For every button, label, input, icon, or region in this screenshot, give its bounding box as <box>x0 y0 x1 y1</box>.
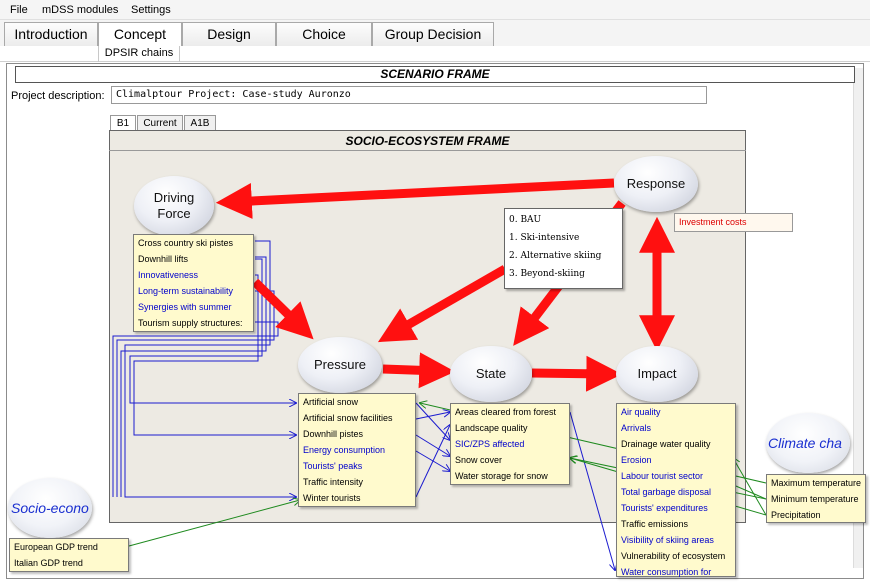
node-impact-label: Impact <box>637 366 677 381</box>
tab-scenario-b1[interactable]: B1 <box>110 115 136 132</box>
response-options-list: 0. BAU 1. Ski-intensive 2. Alternative s… <box>504 208 623 289</box>
list-item[interactable]: Long-term sustainability <box>138 286 234 296</box>
tab-concept[interactable]: Concept <box>98 22 182 47</box>
list-item[interactable]: Areas cleared from forest <box>455 407 557 417</box>
list-item[interactable]: Erosion <box>621 455 652 465</box>
socio-economic-driver-node[interactable]: Socio-econo <box>8 478 92 538</box>
list-item[interactable]: Italian GDP trend <box>14 558 83 568</box>
node-pressure[interactable]: Pressure <box>298 337 382 393</box>
list-item[interactable]: Arrivals <box>621 423 652 433</box>
tab-scenario-a1b[interactable]: A1B <box>184 115 216 132</box>
list-item[interactable]: Water storage for snow <box>455 471 548 481</box>
list-item[interactable]: Artificial snow <box>303 397 359 407</box>
socio-economic-title: Socio-econo <box>11 500 89 516</box>
socio-economic-indicator-list: European GDP trend Italian GDP trend <box>9 538 129 572</box>
frame-divider <box>109 150 746 151</box>
socio-ecosystem-frame-title: SOCIO-ECOSYSTEM FRAME <box>345 134 510 148</box>
list-item[interactable]: Snow cover <box>455 455 503 465</box>
response-option[interactable]: 2. Alternative skiing <box>509 251 602 261</box>
response-option[interactable]: 3. Beyond-skiing <box>509 269 585 279</box>
list-item[interactable]: SIC/ZPS affected <box>455 439 525 449</box>
list-item[interactable]: Tourism supply structures: <box>138 318 243 328</box>
list-item[interactable]: Tourists' expenditures <box>621 503 708 513</box>
project-description-label: Project description: <box>11 90 105 102</box>
tab-introduction[interactable]: Introduction <box>4 22 98 46</box>
list-item[interactable]: Total garbage disposal <box>621 487 712 497</box>
tab-scenario-current[interactable]: Current <box>137 115 183 132</box>
list-item[interactable]: Maximum temperature <box>771 478 862 488</box>
list-item[interactable]: Innovativeness <box>138 270 199 280</box>
list-item[interactable]: European GDP trend <box>14 542 98 552</box>
vertical-scrollbar[interactable] <box>853 68 863 568</box>
climate-change-title: Climate cha <box>768 435 842 451</box>
response-option[interactable]: 1. Ski-intensive <box>509 233 580 243</box>
node-driving-force-label-1: Driving <box>153 190 195 205</box>
tab-design[interactable]: Design <box>182 22 276 46</box>
pressure-state-links <box>415 402 450 498</box>
arrow-pressure-state <box>382 352 456 389</box>
list-item[interactable]: Downhill pistes <box>303 429 364 439</box>
tab-choice[interactable]: Choice <box>276 22 372 46</box>
list-item[interactable]: Precipitation <box>771 510 821 520</box>
list-item[interactable]: Drainage water quality <box>621 439 711 449</box>
arrow-state-impact <box>531 355 623 392</box>
menu-file[interactable]: File <box>10 4 28 16</box>
menu-settings[interactable]: Settings <box>131 4 171 16</box>
list-item[interactable]: Vulnerability of ecosystem <box>621 551 726 561</box>
investment-costs-indicator[interactable]: Investment costs <box>674 213 793 232</box>
list-item[interactable]: Traffic emissions <box>621 519 689 529</box>
node-driving-force-label-2: Force <box>157 206 191 221</box>
list-item[interactable]: Visibility of skiing areas <box>621 535 714 545</box>
list-item[interactable]: Minimum temperature <box>771 494 859 504</box>
scenario-frame-title: SCENARIO FRAME <box>15 66 855 83</box>
node-response[interactable]: Response <box>614 156 698 212</box>
arrow-driving-pressure <box>251 278 314 340</box>
state-impact-link <box>569 411 615 570</box>
node-state-label: State <box>475 366 507 381</box>
response-option[interactable]: 0. BAU <box>509 215 542 225</box>
list-item[interactable]: Artificial snow facilities <box>303 413 393 423</box>
driving-force-indicator-list: Cross country ski pistes Downhill lifts … <box>133 234 254 332</box>
menu-mdss-modules[interactable]: mDSS modules <box>42 4 119 16</box>
menu-bar: File mDSS modules Settings <box>0 0 870 20</box>
module-tabbar: Introduction Concept Design Choice Group… <box>0 20 870 47</box>
list-item[interactable]: Winter tourists <box>303 493 361 503</box>
subtab-bar: DPSIR chains <box>0 46 870 62</box>
climate-change-driver-node[interactable]: Climate cha <box>766 413 850 473</box>
climate-indicator-list: Maximum temperature Minimum temperature … <box>766 474 866 523</box>
node-pressure-label: Pressure <box>313 357 367 372</box>
list-item[interactable]: Downhill lifts <box>138 254 189 264</box>
arrow-options-pressure <box>377 265 508 343</box>
list-item[interactable]: Energy consumption <box>303 445 386 455</box>
list-item[interactable]: Landscape quality <box>455 423 528 433</box>
project-description-field[interactable]: Climalptour Project: Case-study Auronzo <box>111 86 707 104</box>
impact-indicator-list: Air quality Arrivals Drainage water qual… <box>616 403 736 577</box>
list-item[interactable]: Air quality <box>621 407 661 417</box>
list-item[interactable]: Labour tourist sector <box>621 471 704 481</box>
arrow-response-driving <box>215 178 615 219</box>
node-response-label: Response <box>626 176 686 191</box>
subtab-dpsir-chains[interactable]: DPSIR chains <box>98 46 180 62</box>
node-state[interactable]: State <box>450 346 532 402</box>
list-item[interactable]: Traffic intensity <box>303 477 364 487</box>
node-impact[interactable]: Impact <box>616 346 698 402</box>
list-item[interactable]: Water consumption for <box>621 567 712 577</box>
list-item[interactable]: Synergies with summer <box>138 302 232 312</box>
pressure-indicator-list: Artificial snow Artificial snow faciliti… <box>298 393 416 507</box>
list-item[interactable]: Tourists' peaks <box>303 461 363 471</box>
state-indicator-list: Areas cleared from forest Landscape qual… <box>450 403 570 485</box>
tab-group-decision[interactable]: Group Decision <box>372 22 494 46</box>
list-item[interactable]: Cross country ski pistes <box>138 238 234 248</box>
